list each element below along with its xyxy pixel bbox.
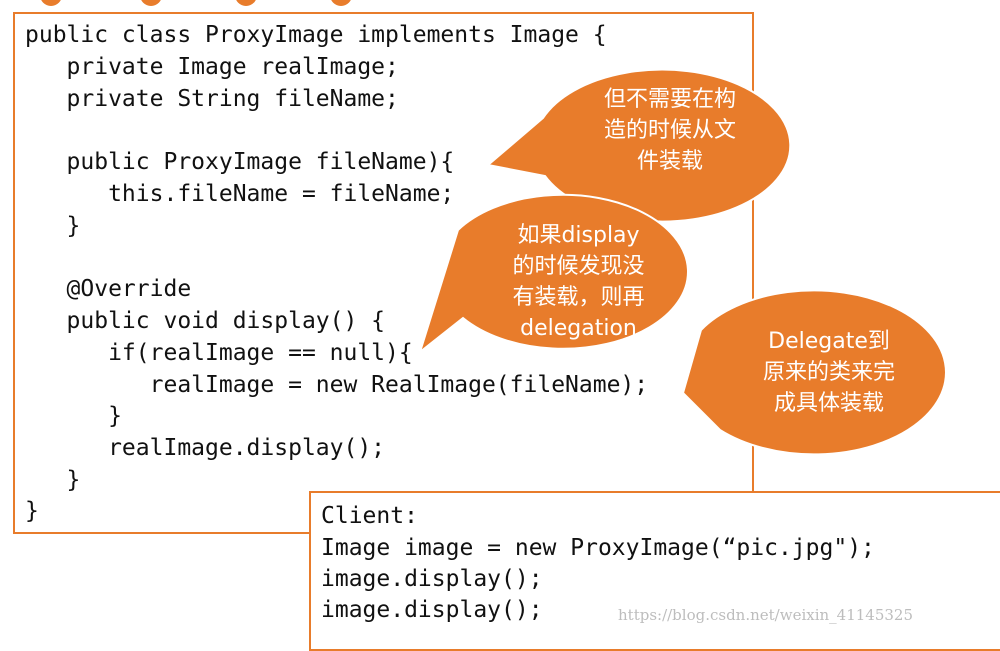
code-line: private Image realImage; [25, 54, 399, 80]
code-line: realImage = new RealImage(fileName); [25, 372, 649, 398]
code-line: } [25, 403, 122, 429]
code-line: public void display() { [25, 308, 386, 334]
callout-bubble-2 [418, 193, 689, 355]
callout-line: 原来的类来完 [762, 360, 895, 385]
callout-bubble-3 [681, 289, 947, 456]
callout-text-2: 如果display 的时候发现没 有装载，则再 delegation [466, 220, 691, 344]
callout-line: 但不需要在构 [603, 87, 736, 112]
callout-line: Delegate到 [768, 329, 890, 354]
code-line: @Override [25, 276, 192, 302]
decor-dot [40, 0, 62, 6]
code-line: public ProxyImage fileName){ [25, 149, 455, 175]
callout-line: 的时候发现没 [512, 254, 645, 279]
callout-line: 有装载，则再 [512, 285, 645, 310]
decor-dot [235, 0, 257, 6]
code-line: } [25, 498, 39, 524]
code-line: public class ProxyImage implements Image… [25, 22, 607, 48]
client-panel: Client: Image image = new ProxyImage(“pi… [309, 491, 1000, 651]
watermark: https://blog.csdn.net/weixin_41145325 [618, 606, 914, 624]
code-line: private String fileName; [25, 86, 399, 112]
callout-line: delegation [520, 316, 637, 341]
callout-line: 成具体装载 [773, 391, 884, 416]
callout-line: 件装载 [636, 149, 703, 174]
decor-dot [330, 0, 352, 6]
code-line: if(realImage == null){ [25, 340, 413, 366]
callout-line: 如果display [517, 223, 640, 248]
code-line: } [25, 213, 81, 239]
code-line: } [25, 467, 81, 493]
client-line: Client: [321, 503, 418, 529]
code-line: this.fileName = fileName; [25, 181, 455, 207]
callout-text-3: Delegate到 原来的类来完 成具体装载 [714, 326, 944, 419]
client-line: image.display(); [321, 566, 543, 592]
callout-text-1: 但不需要在构 造的时候从文 件装载 [560, 84, 780, 177]
client-line: image.display(); [321, 597, 543, 623]
decor-dot [140, 0, 162, 6]
code-line: realImage.display(); [25, 435, 386, 461]
client-line: Image image = new ProxyImage(“pic.jpg"); [321, 535, 875, 561]
callout-line: 造的时候从文 [603, 118, 736, 143]
